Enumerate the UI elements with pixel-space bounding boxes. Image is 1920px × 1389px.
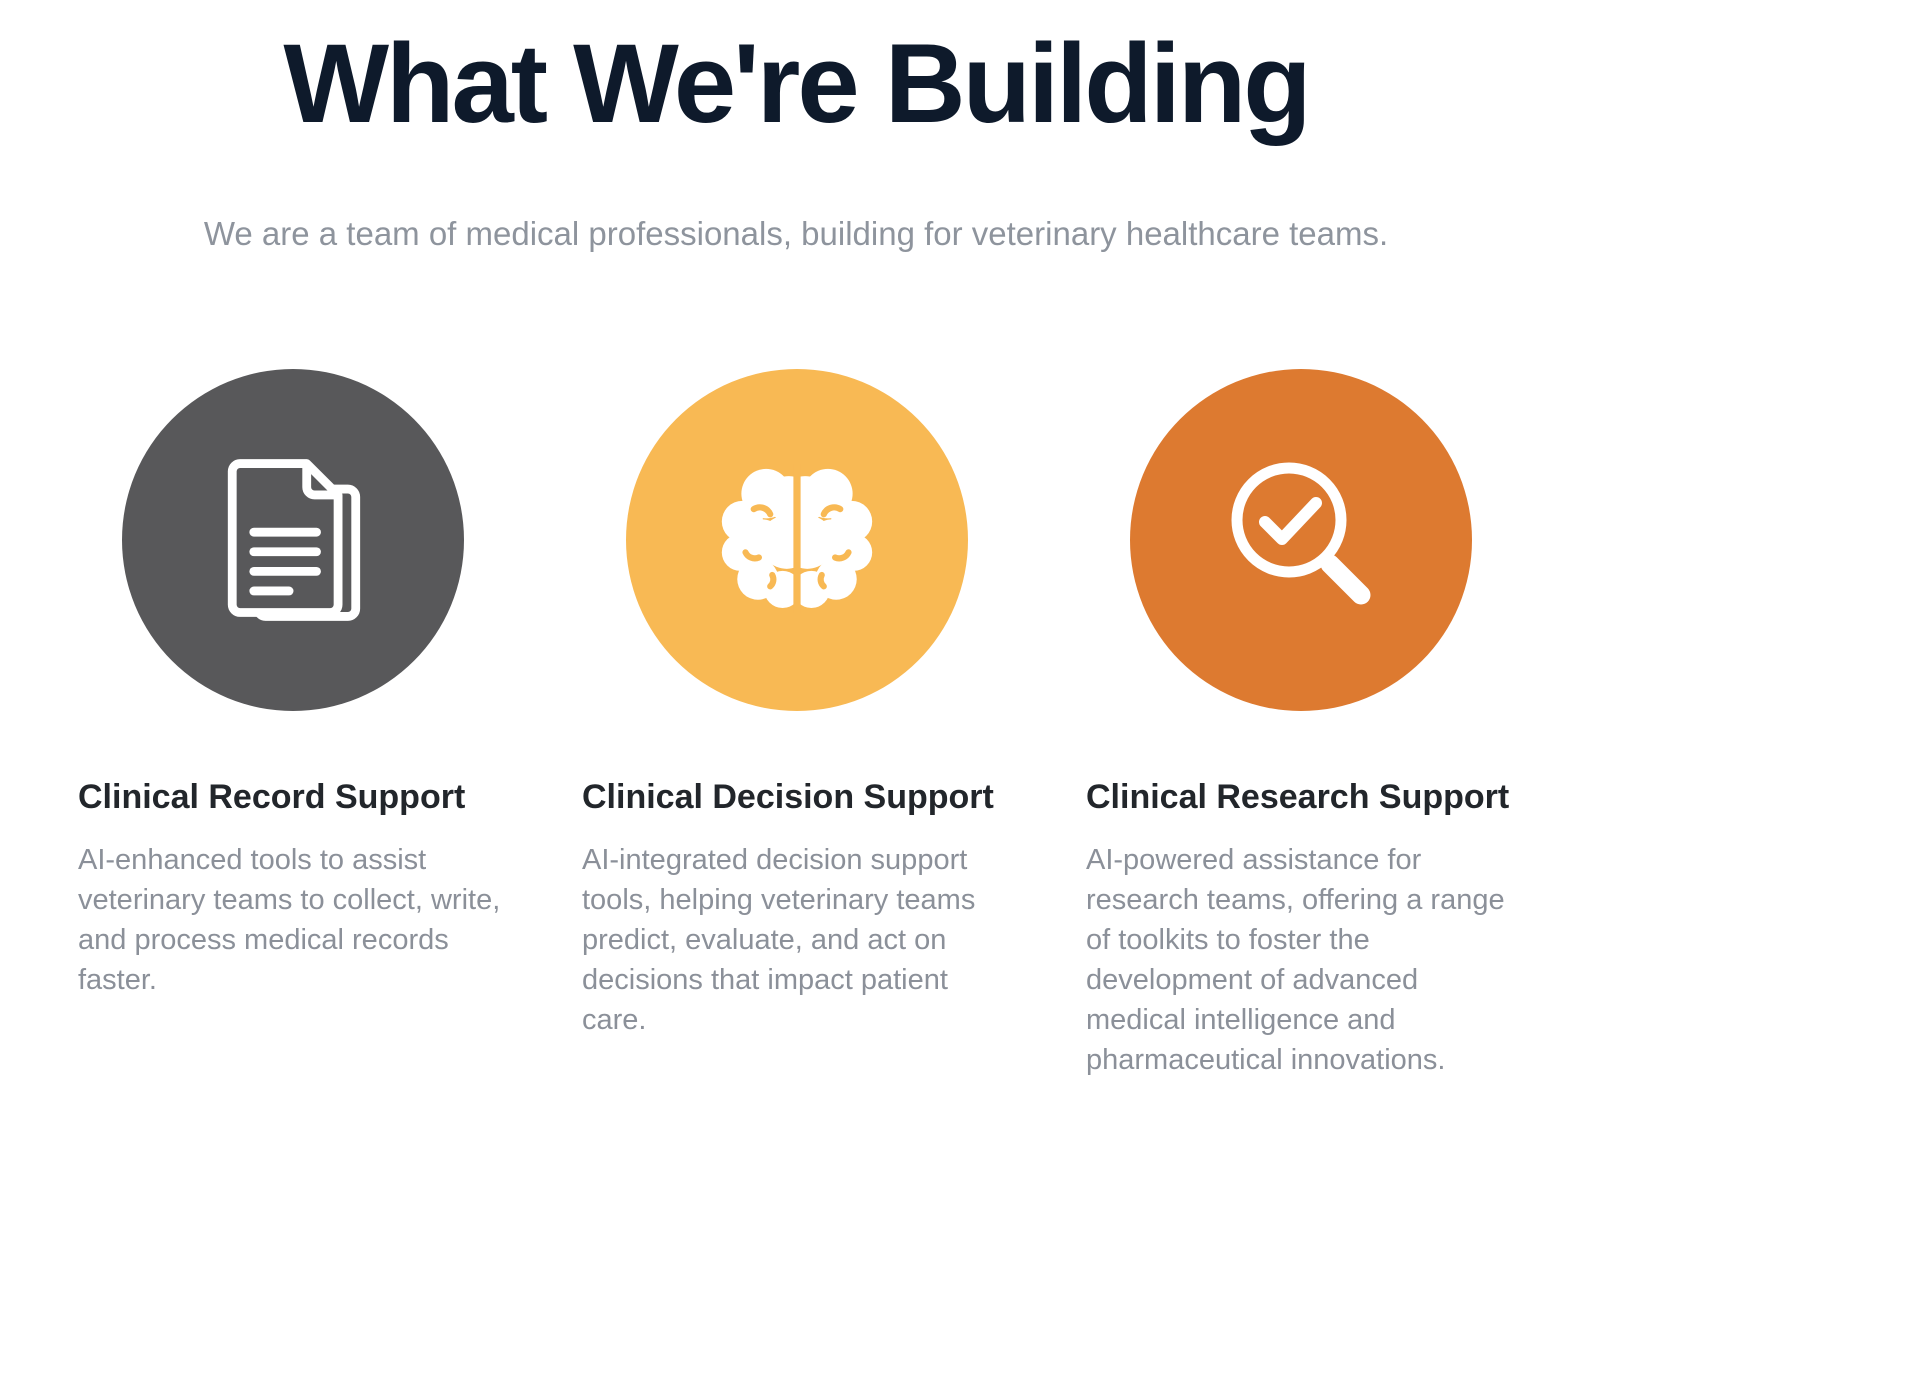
card-clinical-record-support: Clinical Record Support AI-enhanced tool… <box>78 368 508 1080</box>
card-description: AI-powered assistance for research teams… <box>1086 843 1505 1076</box>
document-icon <box>227 458 361 621</box>
brain-icon <box>721 463 873 613</box>
section-title: What We're Building <box>283 21 1311 146</box>
card-description: AI-enhanced tools to assist veterinary t… <box>78 843 501 996</box>
card-title: Clinical Record Support <box>78 777 466 816</box>
section-subtitle: We are a team of medical professionals, … <box>203 215 1389 253</box>
card-title: Clinical Decision Support <box>582 777 994 816</box>
what-were-building-section: What We're Building We are a team of med… <box>78 0 1514 1080</box>
feature-cards: Clinical Record Support AI-enhanced tool… <box>78 368 1516 1080</box>
card-clinical-decision-support: Clinical Decision Support AI-integrated … <box>582 368 1012 1080</box>
card-title: Clinical Research Support <box>1086 777 1510 816</box>
research-support-circle <box>1130 368 1472 711</box>
decision-support-circle <box>626 368 968 711</box>
card-clinical-research-support: Clinical Research Support AI-powered ass… <box>1086 368 1516 1080</box>
record-support-circle <box>122 368 464 711</box>
card-description: AI-integrated decision support tools, he… <box>582 843 976 1036</box>
magnifier-check-icon <box>1231 462 1371 605</box>
